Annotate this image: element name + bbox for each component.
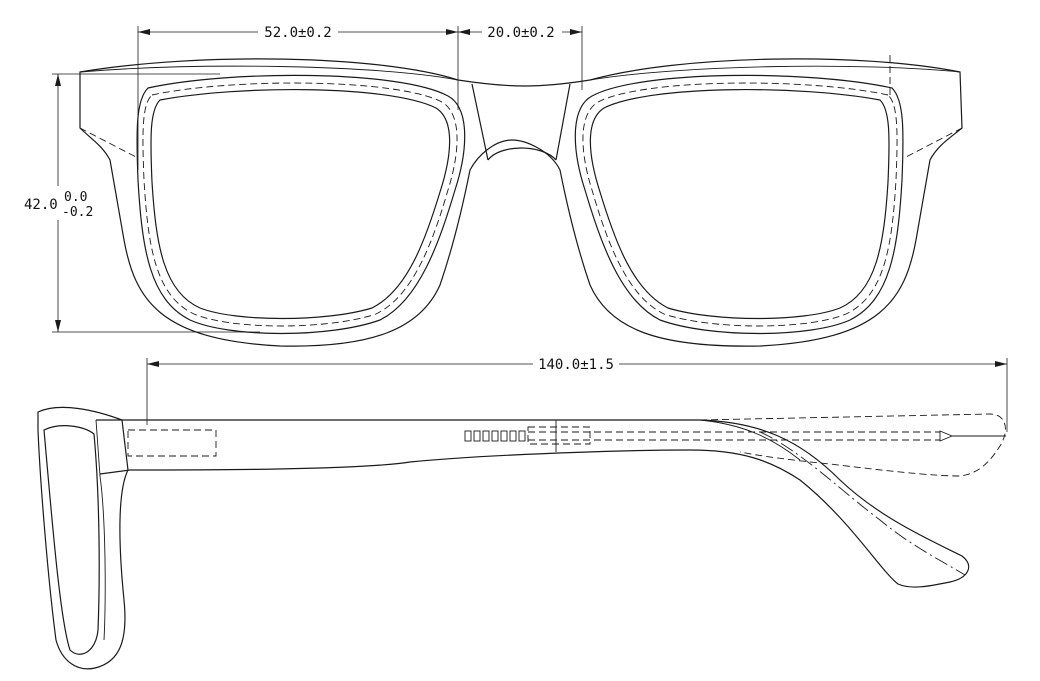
temple-length-label: 140.0±1.5 (538, 357, 614, 373)
temple-alt-outline (699, 413, 1006, 477)
hinge-block (127, 429, 217, 457)
frame-side-profile-outer (37, 406, 129, 670)
core-wire-tip (939, 430, 954, 442)
nose-pad-arc (487, 147, 557, 161)
bridge-left-line (471, 83, 489, 161)
left-lens-inner (150, 89, 451, 320)
left-lens-groove (142, 82, 458, 327)
right-lens-groove (582, 82, 898, 327)
temple-arm-inner-line (699, 419, 801, 461)
wire-sleeve (527, 426, 591, 445)
lens-height-lower-tol: -0.2 (62, 205, 93, 220)
temple-length-dimension: 140.0±1.5 (146, 354, 1008, 432)
hinge-bottom-line (99, 469, 131, 475)
frame-side-profile-inner (43, 425, 100, 655)
frame-top-rim (79, 65, 459, 81)
temple-centerline (759, 431, 966, 576)
temple-arm (124, 419, 970, 588)
lens-width-label: 52.0±0.2 (264, 25, 331, 41)
right-lens-outer (574, 74, 904, 335)
right-lens-inner (589, 89, 890, 320)
right-endpiece-line (903, 127, 963, 159)
front-view (79, 55, 963, 347)
frame-front-outline (79, 58, 963, 347)
lens-height-upper-tol: 0.0 (64, 190, 87, 205)
frame-side-profile-mid (95, 419, 106, 641)
bridge-width-label: 20.0±0.2 (487, 25, 554, 41)
left-endpiece-line (79, 127, 139, 159)
bridge-right-line (555, 83, 571, 161)
frame-top-rim-right (589, 65, 961, 81)
lens-height-nominal: 42.0 (24, 197, 58, 213)
left-lens-outer (136, 74, 466, 335)
lens-height-dimension: 42.0 0.0 -0.2 (24, 73, 260, 333)
side-view (37, 406, 1006, 670)
wire-serrations (464, 430, 526, 442)
lens-width-dimension: 52.0±0.2 (137, 22, 459, 170)
bridge-width-dimension: 20.0±0.2 (458, 22, 583, 90)
